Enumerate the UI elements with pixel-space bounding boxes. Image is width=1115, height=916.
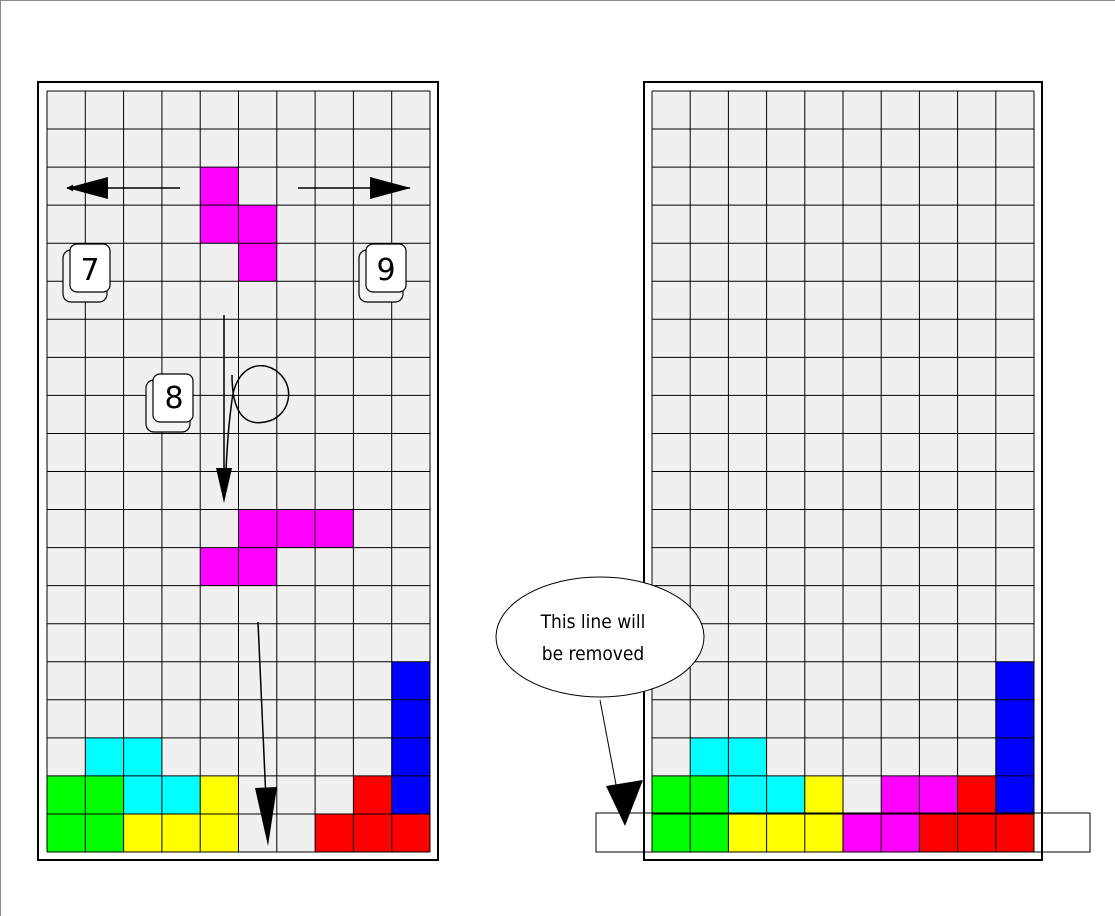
yellow-piece-cell [767,814,805,852]
blue-piece-cell [996,662,1034,700]
magenta-piece-cell [881,814,919,852]
callout-line-2: be removed [542,643,645,665]
red-piece-cell [315,814,353,852]
key-9-label: 9 [376,253,395,288]
magenta-piece-cell [843,814,881,852]
blue-piece-cell [392,738,430,776]
red-piece-cell [353,776,391,814]
ghost-piece-cell [315,510,353,548]
cyan-piece-cell [728,776,766,814]
falling-piece-cell [239,205,277,243]
green-piece-cell [47,814,85,852]
falling-piece-cell [200,205,238,243]
green-piece-cell [85,814,123,852]
blue-piece-cell [996,738,1034,776]
falling-piece-cell [200,167,238,205]
magenta-piece-cell [919,776,957,814]
blue-piece-cell [996,776,1034,814]
key-7-label: 7 [80,253,99,288]
blue-piece-cell [392,776,430,814]
red-piece-cell [919,814,957,852]
cyan-piece-cell [162,776,200,814]
right-board-grid [652,91,1034,852]
cyan-piece-cell [690,738,728,776]
cyan-piece-cell [85,738,123,776]
ghost-piece-cell [239,510,277,548]
key-8-button: 8 [146,374,193,432]
left-board [38,82,438,860]
red-piece-cell [353,814,391,852]
blue-piece-cell [996,700,1034,738]
yellow-piece-cell [728,814,766,852]
ghost-piece-cell [277,510,315,548]
right-board [644,82,1042,860]
red-piece-cell [958,776,996,814]
magenta-piece-cell [881,776,919,814]
falling-piece-cell [239,243,277,281]
green-piece-cell [690,776,728,814]
red-piece-cell [996,814,1034,852]
yellow-piece-cell [124,814,162,852]
green-piece-cell [47,776,85,814]
key-7-button: 7 [63,244,110,302]
ghost-piece-cell [239,548,277,586]
ghost-piece-cell [200,548,238,586]
red-piece-cell [392,814,430,852]
cyan-piece-cell [767,776,805,814]
callout-line-1: This line will [540,611,646,633]
green-piece-cell [85,776,123,814]
red-piece-cell [958,814,996,852]
yellow-piece-cell [200,776,238,814]
cyan-piece-cell [124,738,162,776]
yellow-piece-cell [805,814,843,852]
left-board-grid [47,91,430,852]
yellow-piece-cell [162,814,200,852]
green-piece-cell [652,814,690,852]
cyan-piece-cell [728,738,766,776]
green-piece-cell [690,814,728,852]
green-piece-cell [652,776,690,814]
blue-piece-cell [392,700,430,738]
key-9-button: 9 [359,244,406,302]
yellow-piece-cell [805,776,843,814]
yellow-piece-cell [200,814,238,852]
key-8-label: 8 [164,381,183,416]
blue-piece-cell [392,662,430,700]
cyan-piece-cell [124,776,162,814]
